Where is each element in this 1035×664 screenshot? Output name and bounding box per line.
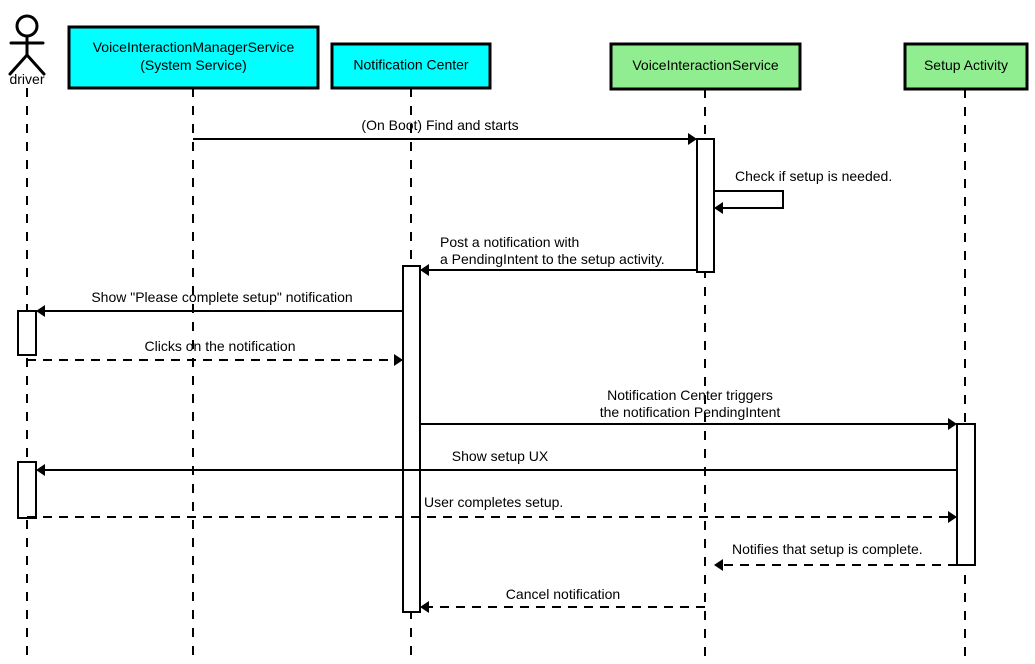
actor-leg-left-icon: [8, 53, 29, 76]
participants-layer: driver VoiceInteractionManagerService (Sys…: [8, 14, 1029, 91]
message-msg-clicks-notification[interactable]: Clicks on the notification: [27, 338, 403, 366]
activation-bar-driver: [17, 310, 37, 356]
message-msg-check-setup[interactable]: Check if setup is needed.: [714, 168, 892, 214]
participant-box-rect-voice_interaction_service: [609, 42, 802, 91]
message-label-msg-post-notification: a PendingIntent to the setup activity.: [440, 251, 665, 267]
message-arrowhead-msg-show-notification: [36, 305, 45, 317]
message-arrowhead-msg-on-boot: [688, 133, 697, 145]
activation-bars-layer: [17, 138, 976, 613]
message-arrowhead-msg-notifies-complete: [714, 559, 723, 571]
message-msg-cancel-notification[interactable]: Cancel notification: [420, 586, 705, 613]
message-label-msg-show-notification: Show "Please complete setup" notificatio…: [91, 289, 352, 305]
message-arrowhead-msg-trigger-pendingintent: [948, 418, 957, 430]
actor-leg-right-icon: [25, 53, 46, 76]
message-arrowhead-msg-show-setup-ux: [36, 464, 45, 476]
participant-box-voice_interaction_service[interactable]: VoiceInteractionService: [609, 42, 802, 91]
message-arrowhead-msg-clicks-notification: [394, 354, 403, 366]
activation-bar-voice_interaction_service: [696, 138, 715, 273]
participant-label-vims: (System Service): [140, 57, 247, 73]
participant-box-setup_activity[interactable]: Setup Activity: [903, 42, 1029, 91]
message-label-msg-notifies-complete: Notifies that setup is complete.: [732, 541, 923, 557]
participant-label-vims: VoiceInteractionManagerService: [93, 39, 295, 55]
participant-label-notification_center: Notification Center: [353, 57, 469, 73]
message-label-msg-user-completes-setup: User completes setup.: [424, 494, 563, 510]
message-arrowhead-msg-post-notification: [420, 264, 429, 276]
message-label-msg-trigger-pendingintent: Notification Center triggers: [607, 387, 773, 403]
participant-box-notification_center[interactable]: Notification Center: [330, 42, 492, 90]
message-msg-show-notification[interactable]: Show "Please complete setup" notificatio…: [36, 289, 403, 317]
message-arrowhead-msg-cancel-notification: [420, 601, 429, 613]
message-arrowhead-msg-user-completes-setup: [948, 511, 957, 523]
activation-bar-notification_center: [402, 265, 421, 613]
actor-driver[interactable]: driver: [8, 14, 46, 87]
message-msg-show-setup-ux[interactable]: Show setup UX: [36, 448, 957, 476]
message-label-msg-cancel-notification: Cancel notification: [506, 586, 620, 602]
activation-bar-driver: [17, 461, 37, 519]
message-msg-user-completes-setup[interactable]: User completes setup.: [27, 494, 957, 523]
message-label-msg-on-boot: (On Boot) Find and starts: [361, 117, 518, 133]
participant-label-voice_interaction_service: VoiceInteractionService: [632, 57, 779, 73]
message-label-msg-post-notification: Post a notification with: [440, 234, 579, 250]
participant-box-rect-notification_center: [330, 42, 492, 90]
message-msg-notifies-complete[interactable]: Notifies that setup is complete.: [714, 541, 957, 571]
message-label-msg-trigger-pendingintent: the notification PendingIntent: [600, 404, 781, 420]
participant-box-vims[interactable]: VoiceInteractionManagerService (System Se…: [67, 25, 320, 90]
message-label-msg-check-setup: Check if setup is needed.: [735, 168, 892, 184]
message-label-msg-show-setup-ux: Show setup UX: [452, 448, 549, 464]
message-label-msg-clicks-notification: Clicks on the notification: [145, 338, 296, 354]
message-msg-on-boot[interactable]: (On Boot) Find and starts: [193, 117, 697, 145]
participant-box-rect-setup_activity: [903, 42, 1029, 91]
actor-head-icon: [15, 14, 39, 38]
message-arrowhead-msg-check-setup: [714, 202, 723, 214]
actor-label-driver: driver: [9, 71, 44, 87]
activation-bar-setup_activity: [956, 423, 976, 566]
participant-box-rect-vims: [67, 25, 320, 90]
participant-label-setup_activity: Setup Activity: [924, 57, 1008, 73]
message-line-msg-check-setup: [714, 190, 784, 209]
